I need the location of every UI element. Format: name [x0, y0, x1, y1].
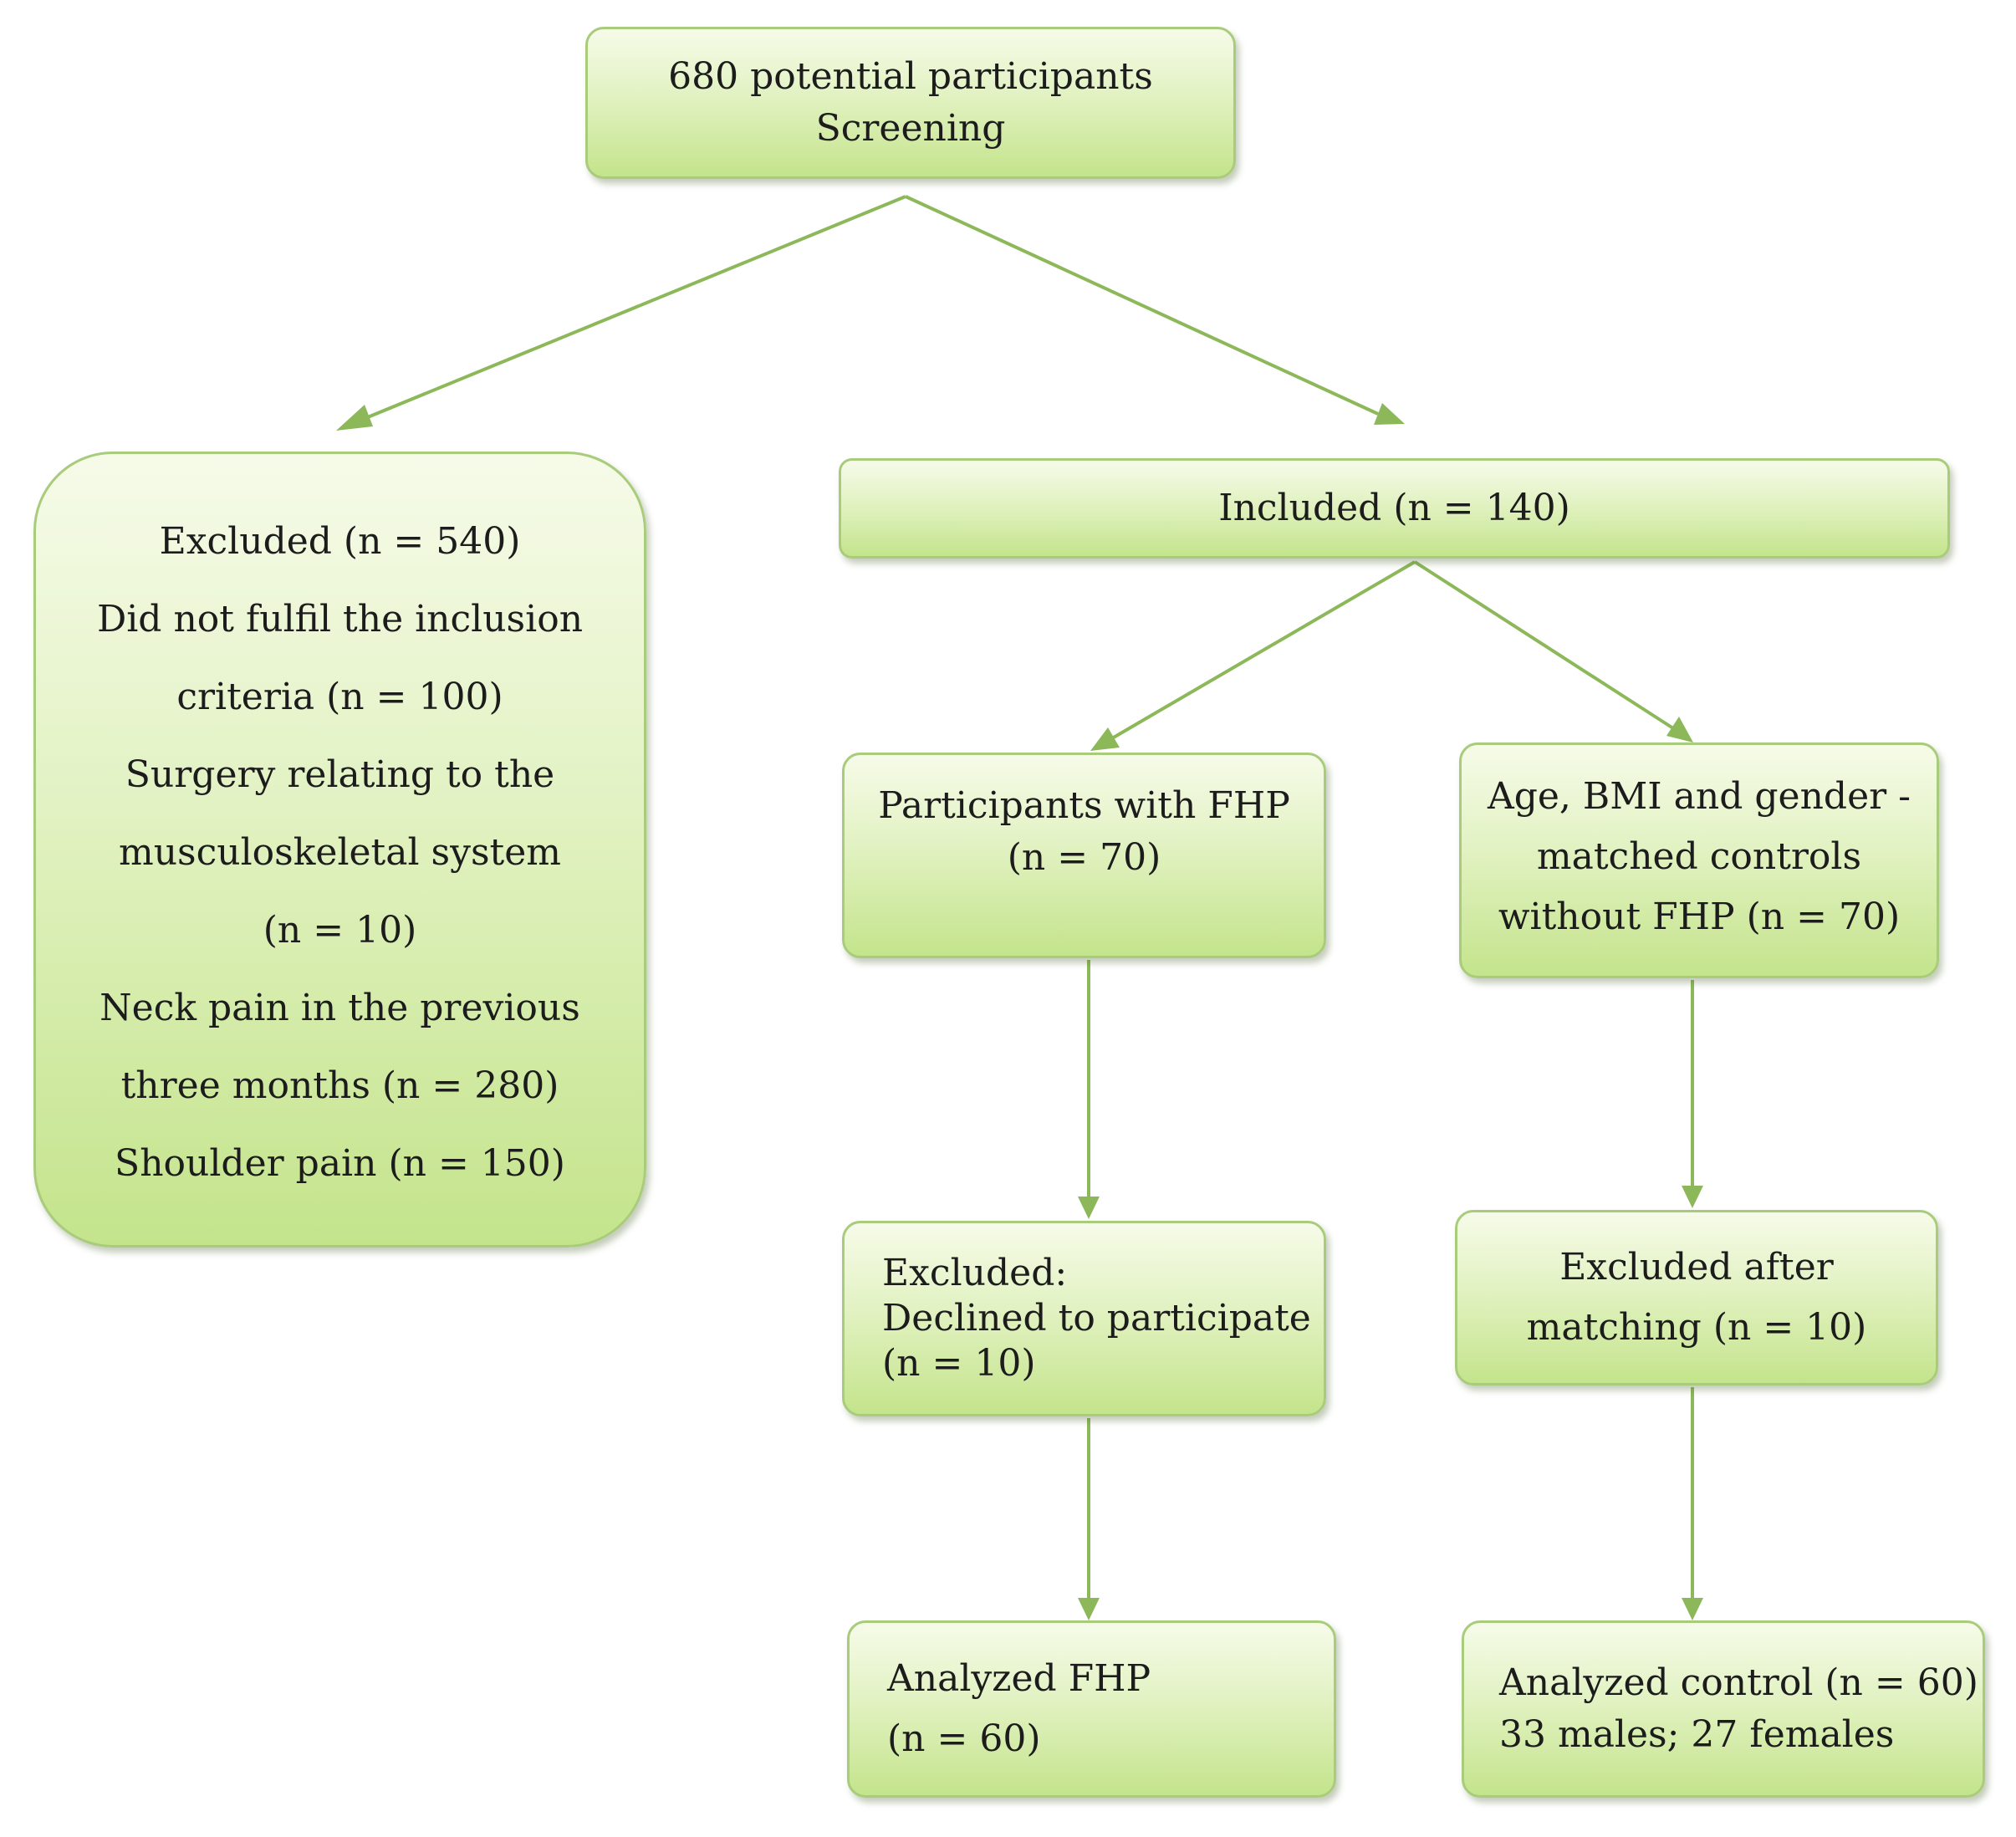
connector-screening-to-excluded	[359, 195, 906, 422]
screening-count-text: 680 potential participants	[668, 55, 1153, 98]
fhp-excluded-count: (n = 10)	[882, 1342, 1036, 1385]
arrowhead-controls	[1666, 717, 1693, 742]
fhp-analyzed-box: Analyzed FHP (n = 60)	[847, 1620, 1336, 1798]
connector-included-to-fhp	[1110, 560, 1416, 740]
fhp-excluded-reason: Declined to participate	[882, 1297, 1311, 1339]
connector-included-to-controls	[1413, 560, 1675, 730]
fhp-group-box: Participants with FHP (n = 70)	[842, 753, 1326, 958]
control-group-count: without FHP (n = 70)	[1498, 896, 1901, 938]
excluded-reason-text: Neck pain in the previous	[100, 987, 580, 1029]
control-analyzed-demographics: 33 males; 27 females	[1499, 1713, 1895, 1756]
control-excluded-label: Excluded after	[1559, 1246, 1834, 1288]
control-analyzed-box: Analyzed control (n = 60) 33 males; 27 f…	[1462, 1620, 1985, 1798]
control-analyzed-label: Analyzed control (n = 60)	[1499, 1661, 1978, 1704]
arrowhead-analyzed-control	[1682, 1598, 1703, 1620]
arrowhead-declined	[1078, 1197, 1100, 1219]
fhp-group-count: (n = 70)	[1007, 836, 1161, 879]
included-label: Included (n = 140)	[1218, 487, 1570, 529]
arrowhead-matching	[1682, 1186, 1703, 1208]
excluded-reason-text: three months (n = 280)	[120, 1064, 559, 1107]
fhp-analyzed-count: (n = 60)	[887, 1717, 1041, 1760]
connector-screening-to-included	[905, 195, 1379, 416]
excluded-reason-text: Did not fulfil the inclusion	[96, 598, 584, 640]
excluded-reason-text: criteria (n = 100)	[176, 676, 503, 718]
fhp-excluded-label: Excluded:	[882, 1252, 1068, 1294]
control-group-box: Age, BMI and gender - matched controls w…	[1459, 742, 1939, 978]
screening-box: 680 potential participants Screening	[585, 27, 1236, 179]
fhp-excluded-box: Excluded: Declined to participate (n = 1…	[842, 1221, 1326, 1416]
excluded-reason-text: (n = 10)	[263, 909, 417, 952]
arrowhead-included	[1374, 403, 1405, 425]
excluded-reason-text: musculoskeletal system	[118, 831, 561, 874]
arrowhead-analyzed-fhp	[1078, 1598, 1100, 1620]
control-group-label: matched controls	[1536, 835, 1862, 878]
arrowhead-fhp	[1090, 727, 1120, 751]
control-excluded-box: Excluded after matching (n = 10)	[1455, 1210, 1938, 1385]
included-box: Included (n = 140)	[839, 458, 1950, 559]
control-group-label: Age, BMI and gender -	[1487, 775, 1911, 818]
screening-label: Screening	[815, 107, 1006, 150]
arrowhead-excluded	[336, 405, 373, 431]
excluded-reason-text: Shoulder pain (n = 150)	[115, 1142, 565, 1185]
fhp-group-label: Participants with FHP	[878, 784, 1290, 827]
excluded-box: Excluded (n = 540) Did not fulfil the in…	[33, 452, 646, 1248]
excluded-total-text: Excluded (n = 540)	[159, 520, 521, 563]
fhp-analyzed-label: Analyzed FHP	[887, 1657, 1151, 1700]
control-excluded-count: matching (n = 10)	[1526, 1306, 1867, 1349]
excluded-reason-text: Surgery relating to the	[125, 753, 555, 796]
